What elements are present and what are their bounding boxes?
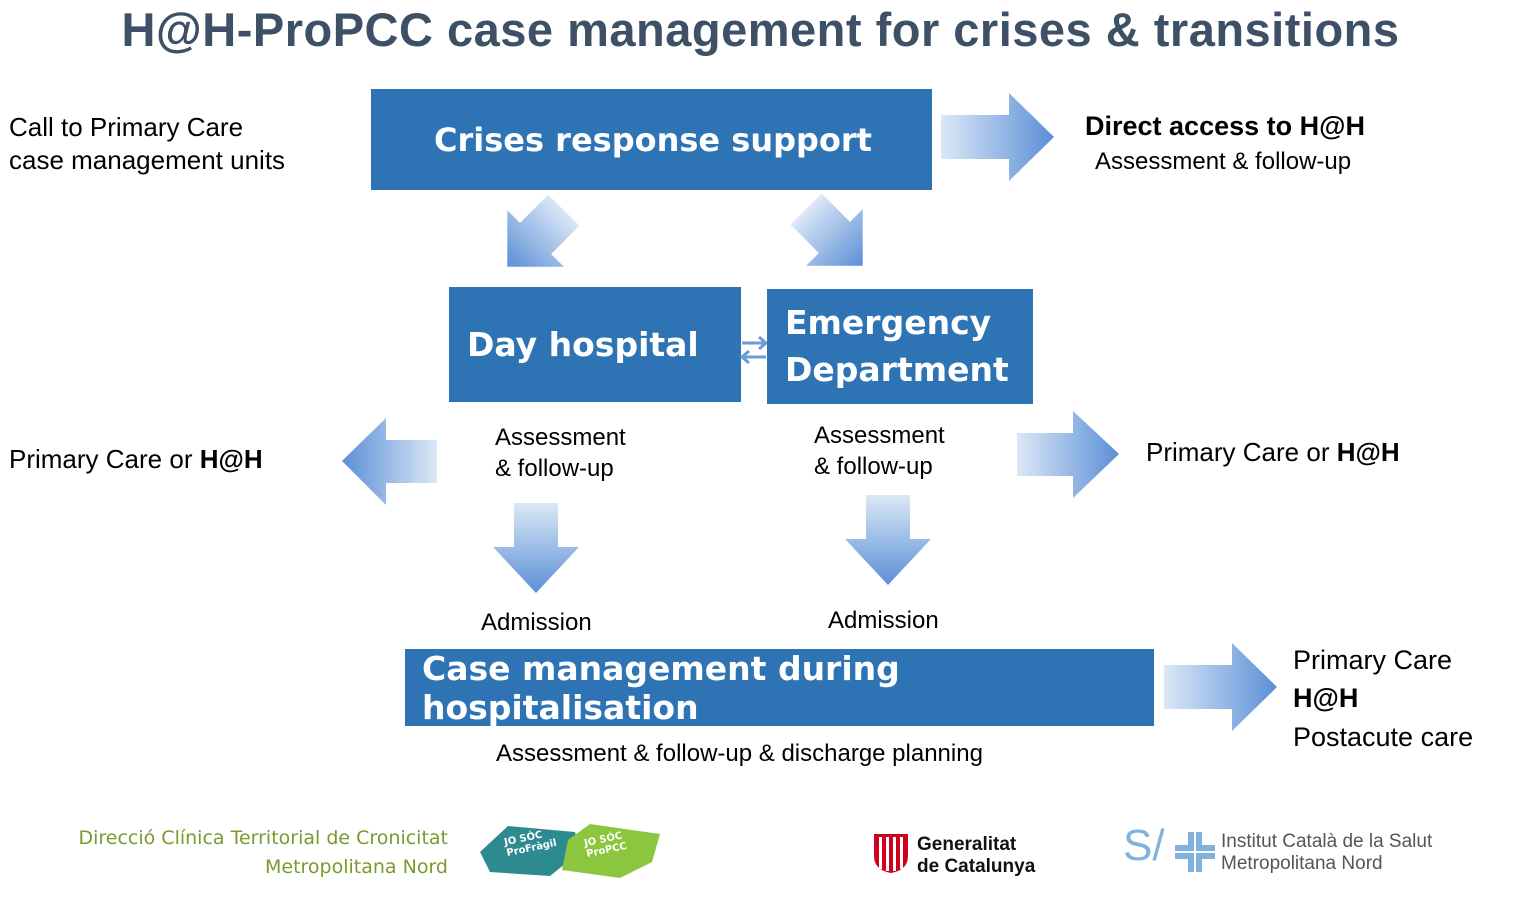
arrow-right-primary-care <box>1017 411 1119 498</box>
ics-line2: Metropolitana Nord <box>1221 852 1383 874</box>
jo-soc-logo-shapes <box>480 824 660 878</box>
crises-response-label: Crises response support <box>434 120 872 159</box>
arrow-down-admission-right <box>845 495 931 585</box>
right-primary-text: Primary Care or <box>1146 437 1337 467</box>
ics-line1: Institut Català de la Salut <box>1221 831 1433 852</box>
admission-left-label: Admission <box>481 609 592 636</box>
gencat-line1: Generalitat <box>917 834 1017 855</box>
direct-access-followup: Assessment & follow-up <box>1095 148 1352 176</box>
crises-response-box: Crises response support <box>371 89 932 190</box>
generalitat-text: Generalitat de Catalunya <box>917 834 1035 878</box>
arrow-diag-to-emergency <box>790 193 863 266</box>
outcome-hah: H@H <box>1293 683 1359 714</box>
left-hah-text: H@H <box>199 444 263 474</box>
direct-access-block: Direct access to H@H Assessment & follow… <box>1085 110 1365 178</box>
left-primary-text: Primary Care or <box>9 444 200 474</box>
direccio-line2: Metropolitana Nord <box>265 856 448 879</box>
er-assess-line1: Assessment <box>814 422 945 449</box>
day-assess-line1: Assessment <box>495 424 626 451</box>
arrow-left-primary-care <box>342 418 437 505</box>
direccio-line1: Direcció Clínica Territorial de Cronicit… <box>78 827 448 849</box>
ics-cross-icon <box>1175 832 1215 872</box>
call-label-line1: Call to Primary Care <box>9 112 244 142</box>
generalitat-emblem-icon <box>874 834 908 873</box>
outcome-postacute-care: Postacute care <box>1293 721 1474 752</box>
call-label-line2: case management units <box>9 145 286 176</box>
emergency-assessment: Assessment & follow-up <box>814 420 945 482</box>
emergency-label-line2: Department <box>785 349 1009 389</box>
direccio-clinica-text: Direcció Clínica Territorial de Cronicit… <box>70 824 448 883</box>
arrow-right-direct-access <box>941 93 1054 181</box>
day-assess-line2: & follow-up <box>495 455 614 483</box>
outcomes-list: Primary Care H@H Postacute care <box>1293 641 1473 756</box>
ics-text: Institut Català de la Salut Metropolitan… <box>1221 831 1432 875</box>
emergency-label-line1: Emergency <box>785 302 992 342</box>
arrow-right-outcomes <box>1164 643 1277 731</box>
day-hospital-box: Day hospital <box>449 287 741 402</box>
jo-soc-logos: JO SÓC ProFràgil JO SÓC ProPCC <box>480 822 665 882</box>
diagram-title: H@H-ProPCC case management for crises & … <box>121 3 1400 56</box>
arrow-diag-to-day-hospital <box>507 194 580 267</box>
er-assess-line2: & follow-up <box>814 453 933 481</box>
discharge-planning-label: Assessment & follow-up & discharge plann… <box>496 740 983 767</box>
direct-access-label: Direct access to H@H <box>1085 111 1365 141</box>
day-hospital-assessment: Assessment & follow-up <box>495 422 626 484</box>
outcome-primary-care: Primary Care <box>1293 645 1453 675</box>
bidirectional-arrow <box>739 335 769 365</box>
right-hah-text: H@H <box>1336 437 1400 467</box>
case-management-box: Case management during hospitalisation <box>405 648 1154 727</box>
day-hospital-label: Day hospital <box>467 325 699 364</box>
admission-right-label: Admission <box>828 607 939 634</box>
case-management-label: Case management during hospitalisation <box>422 648 900 727</box>
arrow-down-admission-left <box>493 503 579 593</box>
emergency-department-box: Emergency Department <box>767 289 1033 404</box>
gencat-line2: de Catalunya <box>917 855 1036 877</box>
left-outcome-label: Primary Care or H@H <box>9 444 263 475</box>
ics-s-slash-icon: S/ <box>1123 821 1165 870</box>
call-label: Call to Primary Care case management uni… <box>9 112 285 176</box>
right-outcome-label: Primary Care or H@H <box>1146 437 1400 468</box>
